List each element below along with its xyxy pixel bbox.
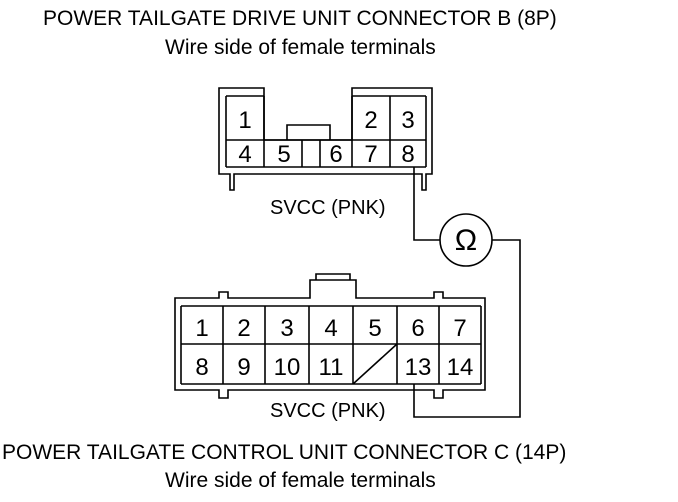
connector-b-subtitle: Wire side of female terminals bbox=[165, 36, 436, 59]
pin-b-2: 2 bbox=[364, 107, 377, 134]
pin-c-5: 5 bbox=[368, 315, 381, 342]
pin-c-9: 9 bbox=[237, 354, 250, 381]
pin-c-4: 4 bbox=[324, 315, 337, 342]
connector-c-subtitle: Wire side of female terminals bbox=[165, 469, 436, 492]
pin-b-1: 1 bbox=[238, 107, 251, 134]
connector-c-wire-label: SVCC (PNK) bbox=[270, 400, 386, 422]
connector-b-wire-label: SVCC (PNK) bbox=[270, 197, 386, 219]
pin-b-8: 8 bbox=[401, 141, 414, 168]
connector-c-housing bbox=[174, 279, 486, 399]
ohmmeter-icon bbox=[439, 213, 493, 267]
pin-c-11: 11 bbox=[319, 354, 344, 381]
probe-wire-c bbox=[413, 239, 521, 418]
pin-c-8: 8 bbox=[195, 354, 208, 381]
pin-b-4: 4 bbox=[238, 141, 251, 168]
pin-c-2: 2 bbox=[237, 315, 250, 342]
pin-b-6: 6 bbox=[329, 141, 342, 168]
pin-c-1: 1 bbox=[195, 315, 208, 342]
pin-b-5: 5 bbox=[277, 141, 290, 168]
pin-c-3: 3 bbox=[280, 315, 293, 342]
connector-b-title: POWER TAILGATE DRIVE UNIT CONNECTOR B (8… bbox=[43, 7, 557, 30]
connector-b-housing bbox=[218, 87, 433, 191]
pin-c-14: 14 bbox=[447, 354, 474, 381]
probe-wire-b bbox=[413, 167, 440, 241]
pin-c-10: 10 bbox=[274, 354, 301, 381]
pin-c-13: 13 bbox=[405, 354, 432, 381]
pin-b-7: 7 bbox=[364, 141, 377, 168]
connector-c-title: POWER TAILGATE CONTROL UNIT CONNECTOR C … bbox=[2, 441, 567, 464]
pin-c-7: 7 bbox=[453, 315, 466, 342]
pin-b-3: 3 bbox=[401, 107, 414, 134]
ohm-symbol: Ω bbox=[455, 224, 477, 257]
pin-c-6: 6 bbox=[411, 315, 424, 342]
connector-c-lock-tab bbox=[315, 273, 351, 280]
connector-b-lock-tab bbox=[286, 124, 331, 140]
